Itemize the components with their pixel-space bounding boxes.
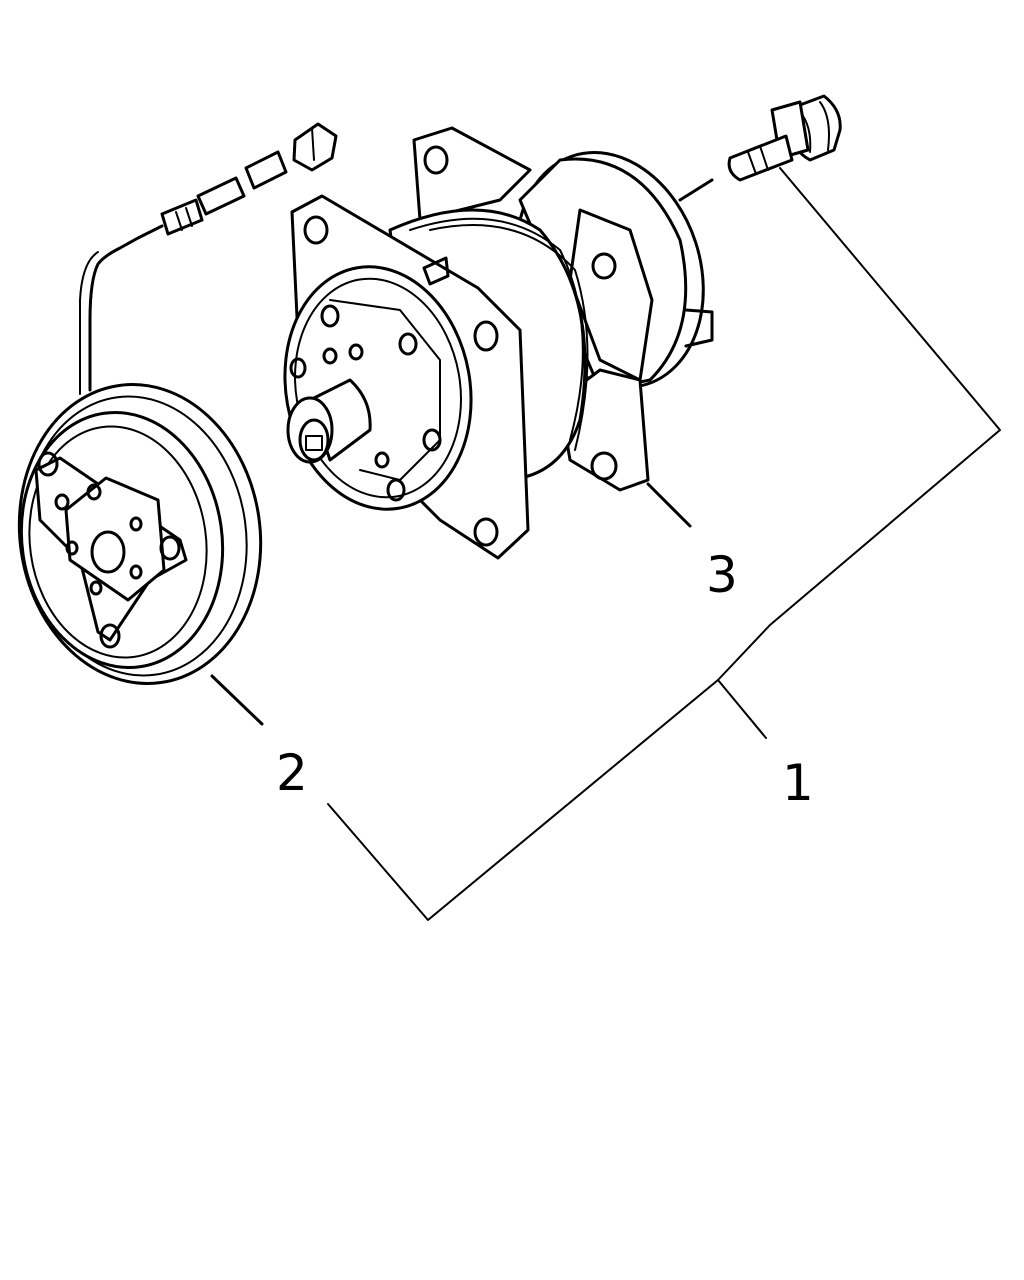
assembly-bracket (327, 624, 771, 921)
fitting-bolt (678, 94, 1001, 626)
clutch-pulley (17, 383, 264, 726)
clutch-wire-harness (79, 122, 338, 395)
callout-3: 3 (706, 546, 738, 604)
compressor-body (283, 126, 714, 560)
callout-2: 2 (276, 744, 308, 802)
callout-1: 1 (782, 754, 814, 812)
